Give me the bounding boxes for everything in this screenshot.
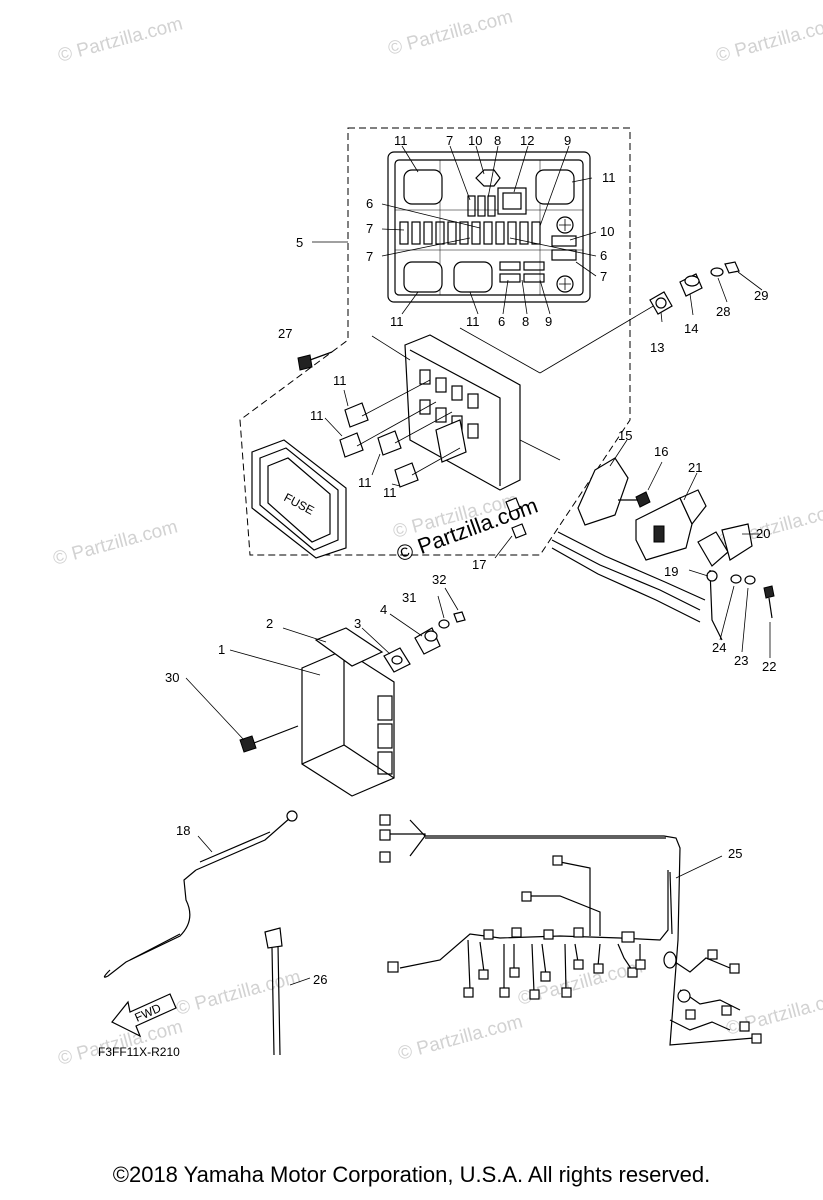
callout: 5 xyxy=(296,235,303,250)
watermark: © Partzilla.com xyxy=(396,1011,525,1064)
battery-cables xyxy=(551,523,775,658)
bolt-27 xyxy=(297,351,333,371)
callout: 11 xyxy=(333,373,347,388)
leader-lines xyxy=(305,145,597,363)
watermark: © Partzilla.com xyxy=(174,966,303,1019)
callout: 11 xyxy=(310,408,324,423)
copyright-notice: ©2018 Yamaha Motor Corporation, U.S.A. A… xyxy=(112,1162,711,1187)
callout: 31 xyxy=(402,590,416,605)
callout: 15 xyxy=(618,428,632,443)
callout: 11 xyxy=(602,170,616,185)
callout: 6 xyxy=(600,248,607,263)
clip-17 xyxy=(494,497,527,559)
callout: 20 xyxy=(756,526,770,541)
ecu-assembly xyxy=(185,587,466,797)
sensor-cable-18 xyxy=(103,810,298,978)
callout: 26 xyxy=(313,972,327,987)
callout: 6 xyxy=(498,314,505,329)
callout: 25 xyxy=(728,846,742,861)
callout: 10 xyxy=(600,224,614,239)
watermark: © Partzilla.com xyxy=(56,13,185,66)
callout: 4 xyxy=(380,602,387,617)
watermark: © Partzilla.com xyxy=(51,516,180,569)
callout: 7 xyxy=(600,269,607,284)
callout: 7 xyxy=(366,249,373,264)
cable-tie-26 xyxy=(264,927,311,1056)
watermark: © Partzilla.com xyxy=(714,13,823,66)
callout: 13 xyxy=(650,340,664,355)
callout: 17 xyxy=(472,557,486,572)
callout: 9 xyxy=(545,314,552,329)
grommet-spacer-set xyxy=(649,261,763,323)
fuse-panel-detail xyxy=(387,151,591,303)
watermark: © Partzilla.com xyxy=(724,986,823,1039)
callout: 1 xyxy=(218,642,225,657)
callout: 6 xyxy=(366,196,373,211)
callout: 30 xyxy=(165,670,179,685)
callout: 8 xyxy=(494,133,501,148)
callout: 9 xyxy=(564,133,571,148)
callout: 32 xyxy=(432,572,446,587)
callout: 23 xyxy=(734,653,748,668)
callout: 18 xyxy=(176,823,190,838)
relays xyxy=(324,379,467,488)
callout: 12 xyxy=(520,133,534,148)
callout: 27 xyxy=(278,326,292,341)
callout: 21 xyxy=(688,460,702,475)
callout: 22 xyxy=(762,659,776,674)
callout: 10 xyxy=(468,133,482,148)
callout: 11 xyxy=(466,314,480,329)
fuse-box-housing xyxy=(371,304,656,491)
callout-labels: 11 7 10 8 12 9 11 6 7 10 7 6 7 5 11 11 6… xyxy=(165,133,776,987)
parts-diagram: © Partzilla.com © Partzilla.com © Partzi… xyxy=(51,6,823,1069)
fuse-cover: FUSE xyxy=(251,439,347,559)
callout: 3 xyxy=(354,616,361,631)
watermark: © Partzilla.com xyxy=(386,6,515,59)
callout: 2 xyxy=(266,616,273,631)
callout: 7 xyxy=(366,221,373,236)
wire-harness-25 xyxy=(379,814,762,1046)
callout: 11 xyxy=(358,475,372,490)
callout: 29 xyxy=(754,288,768,303)
assembly-boundary xyxy=(239,127,631,556)
callout: 16 xyxy=(654,444,668,459)
callout: 19 xyxy=(664,564,678,579)
callout: 8 xyxy=(522,314,529,329)
callout: 11 xyxy=(383,485,397,500)
callout: 24 xyxy=(712,640,726,655)
callout: 7 xyxy=(446,133,453,148)
callout: 11 xyxy=(394,133,408,148)
callout: 11 xyxy=(390,314,404,329)
relay-bracket xyxy=(577,439,707,561)
callout: 14 xyxy=(684,321,698,336)
diagram-code: F3FF11X-R210 xyxy=(98,1045,180,1059)
callout: 28 xyxy=(716,304,730,319)
